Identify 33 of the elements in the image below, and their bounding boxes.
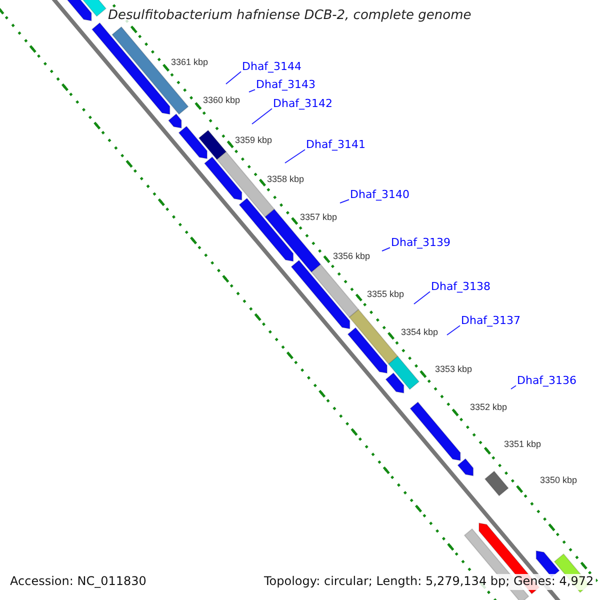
genome-stats-text: Topology: circular; Length: 5,279,134 bp; Genes: 4,972 <box>262 574 596 590</box>
leader-line <box>226 71 242 84</box>
gene-label: Dhaf_3138 <box>431 281 491 294</box>
gene-label: Dhaf_3141 <box>306 139 366 152</box>
leader-line <box>252 108 272 124</box>
scale-label: 3355 kbp <box>367 289 404 300</box>
gene-label: Dhaf_3140 <box>350 189 410 202</box>
scale-label: 3350 kbp <box>540 475 578 486</box>
gene-label: Dhaf_3143 <box>256 79 316 92</box>
scale-label: 3357 kbp <box>300 212 338 222</box>
leader-line <box>340 199 350 204</box>
gene-label: Dhaf_3142 <box>273 98 333 111</box>
scale-label: 3354 kbp <box>401 327 438 338</box>
leader-line <box>446 325 460 336</box>
leader-line <box>414 291 430 304</box>
scale-label: 3356 kbp <box>333 251 370 262</box>
scale-label: 3361 kbp <box>171 57 208 68</box>
gene-label: Dhaf_3139 <box>391 237 451 250</box>
scale-label: 3353 kbp <box>435 364 472 374</box>
gene-label: Dhaf_3136 <box>517 375 577 388</box>
scale-label: 3352 kbp <box>470 402 508 412</box>
gene-label: Dhaf_3144 <box>242 61 302 74</box>
scale-label: 3358 kbp <box>267 174 304 184</box>
leader-line <box>248 89 256 92</box>
leader-line <box>382 247 390 252</box>
scale-label: 3351 kbp <box>504 439 542 450</box>
genome-title: Desulfitobacterium hafniense DCB-2, complete genome <box>108 9 472 24</box>
accession-text: Accession: NC_011830 <box>8 574 148 590</box>
gene-label: Dhaf_3137 <box>461 315 521 328</box>
leader-line <box>510 385 516 390</box>
scale-label: 3359 kbp <box>235 135 272 146</box>
leader-line <box>284 149 306 164</box>
scale-label: 3360 kbp <box>203 95 240 106</box>
